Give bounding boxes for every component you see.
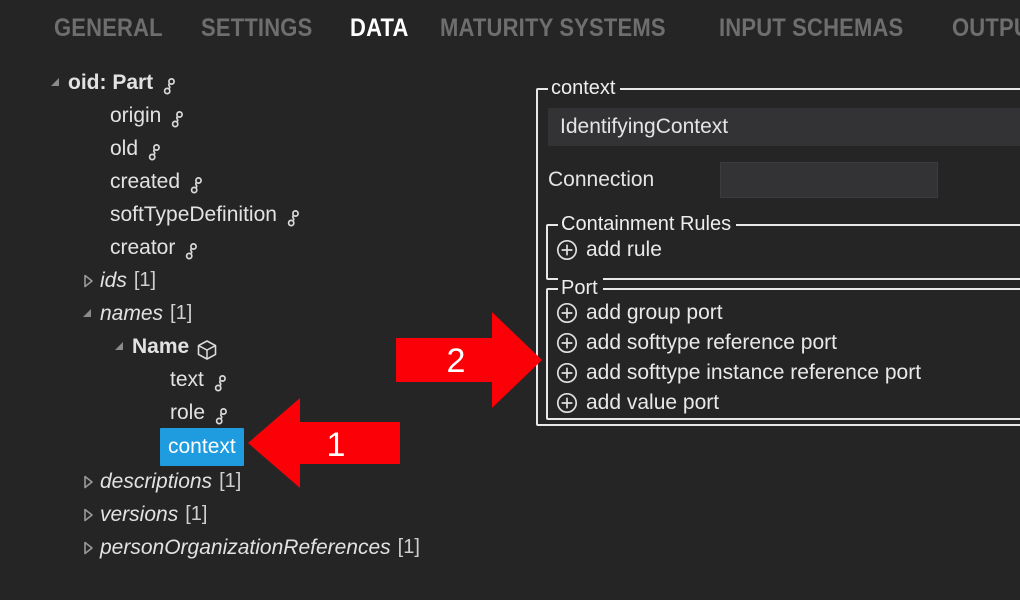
add-rule-label: add rule [586,237,662,261]
add-value-port-label: add value port [586,390,720,414]
attribute-icon [187,173,205,193]
tree-node-softtypedefinition[interactable]: softTypeDefinition [0,198,520,231]
add-group-port-label: add group port [586,300,723,324]
tab-settings[interactable]: SETTINGS [200,14,313,42]
plus-circle-icon [556,332,578,354]
plus-circle-icon [556,392,578,414]
add-softtype-instance-reference-port-button[interactable]: add softtype instance reference port [556,358,921,387]
collapse-triangle-icon[interactable] [80,540,96,556]
tree-node-old[interactable]: old [0,132,520,165]
tree-node-role[interactable]: role [0,396,520,429]
tree-node-text[interactable]: text [0,363,520,396]
expand-triangle-icon[interactable] [48,75,64,91]
tree-node-label: versions [100,503,179,526]
cube-icon [196,338,218,360]
annotation-arrow-1-number: 1 [326,426,346,464]
tree-node-names[interactable]: names [1] [0,297,520,330]
tree-node-versions[interactable]: versions [1] [0,498,520,531]
connection-row: Connection [548,162,1020,198]
collapse-triangle-icon[interactable] [80,273,96,289]
context-type-field[interactable]: IdentifyingContext [548,108,1020,146]
attribute-icon [211,371,229,391]
add-softtype-reference-port-label: add softtype reference port [586,330,837,354]
tab-bar: GENERAL SETTINGS DATA MATURITY SYSTEMS I… [0,0,1020,56]
context-editor-panel: context IdentifyingContext Connection Co… [536,77,1020,426]
attribute-icon [168,107,186,127]
tree-node-personorganizationreferences[interactable]: personOrganizationReferences [1] [0,531,520,564]
expand-triangle-icon[interactable] [80,306,96,322]
port-group-title: Port [558,277,603,299]
tree-node-label: context [160,428,244,466]
attribute-icon [284,206,302,226]
tab-maturity-systems[interactable]: MATURITY SYSTEMS [439,14,666,42]
connection-label: Connection [548,168,655,191]
attribute-icon [160,74,178,94]
tree-node-descriptions[interactable]: descriptions [1] [0,465,520,498]
tree-node-label: softTypeDefinition [110,203,277,226]
tree-node-created[interactable]: created [0,165,520,198]
context-group-title: context [548,77,621,99]
plus-circle-icon [556,239,578,261]
add-softtype-instance-reference-port-label: add softtype instance reference port [586,360,922,384]
tree-node-creator[interactable]: creator [0,231,520,264]
tree-node-label: created [110,170,181,193]
tree-node-label: descriptions [100,470,213,493]
containment-rules-title: Containment Rules [558,213,737,235]
tree-node-label: text [170,368,204,391]
tab-output-schemas[interactable]: OUTPUT SCHEM [951,14,1020,42]
collapse-triangle-icon[interactable] [80,507,96,523]
attribute-icon [212,404,230,424]
tree-node-ids[interactable]: ids [1] [0,264,520,297]
tree-node-label: personOrganizationReferences [100,536,391,559]
plus-circle-icon [556,362,578,384]
tab-data[interactable]: DATA [350,14,409,42]
context-group-box: context IdentifyingContext Connection Co… [536,77,1020,426]
plus-circle-icon [556,302,578,324]
expand-triangle-icon[interactable] [112,339,128,355]
tab-input-schemas[interactable]: INPUT SCHEMAS [719,14,904,42]
tab-general[interactable]: GENERAL [54,14,163,42]
tree-node-count: [1] [185,503,208,525]
tree-node-context-selected[interactable]: context [0,428,520,466]
add-group-port-button[interactable]: add group port [556,298,723,327]
tree-node-origin[interactable]: origin [0,99,520,132]
tree-node-label: Name [132,335,190,358]
annotation-arrow-2-number: 2 [446,342,466,380]
annotation-arrow-1: 1 [248,398,400,488]
attribute-icon [182,239,200,259]
tree-node-label: ids [100,269,127,292]
tree-node-label: names [100,302,164,325]
collapse-triangle-icon[interactable] [80,474,96,490]
attribute-icon [145,140,163,160]
tree-node-count: [1] [219,470,242,492]
tree-node-count: [1] [397,536,420,558]
tree-node-name[interactable]: Name [0,330,520,363]
tree-node-label: oid: Part [68,71,154,94]
tree-node-count: [1] [133,269,157,291]
tree-node-oid-part[interactable]: oid: Part [0,66,520,99]
tree-node-label: origin [110,104,162,127]
tree-node-label: old [110,137,139,160]
data-tree: oid: Part origin old created [0,66,520,586]
port-group-box: Port add group port add softtype referen… [546,277,1020,420]
add-softtype-reference-port-button[interactable]: add softtype reference port [556,328,837,357]
connection-input[interactable] [720,162,938,198]
containment-rules-group-box: Containment Rules add rule [546,213,1020,280]
add-rule-button[interactable]: add rule [556,235,662,264]
annotation-arrow-2: 2 [396,312,542,408]
tree-node-label: role [170,401,206,424]
tree-node-label: creator [110,236,176,259]
tree-node-count: [1] [170,302,193,324]
add-value-port-button[interactable]: add value port [556,388,719,417]
